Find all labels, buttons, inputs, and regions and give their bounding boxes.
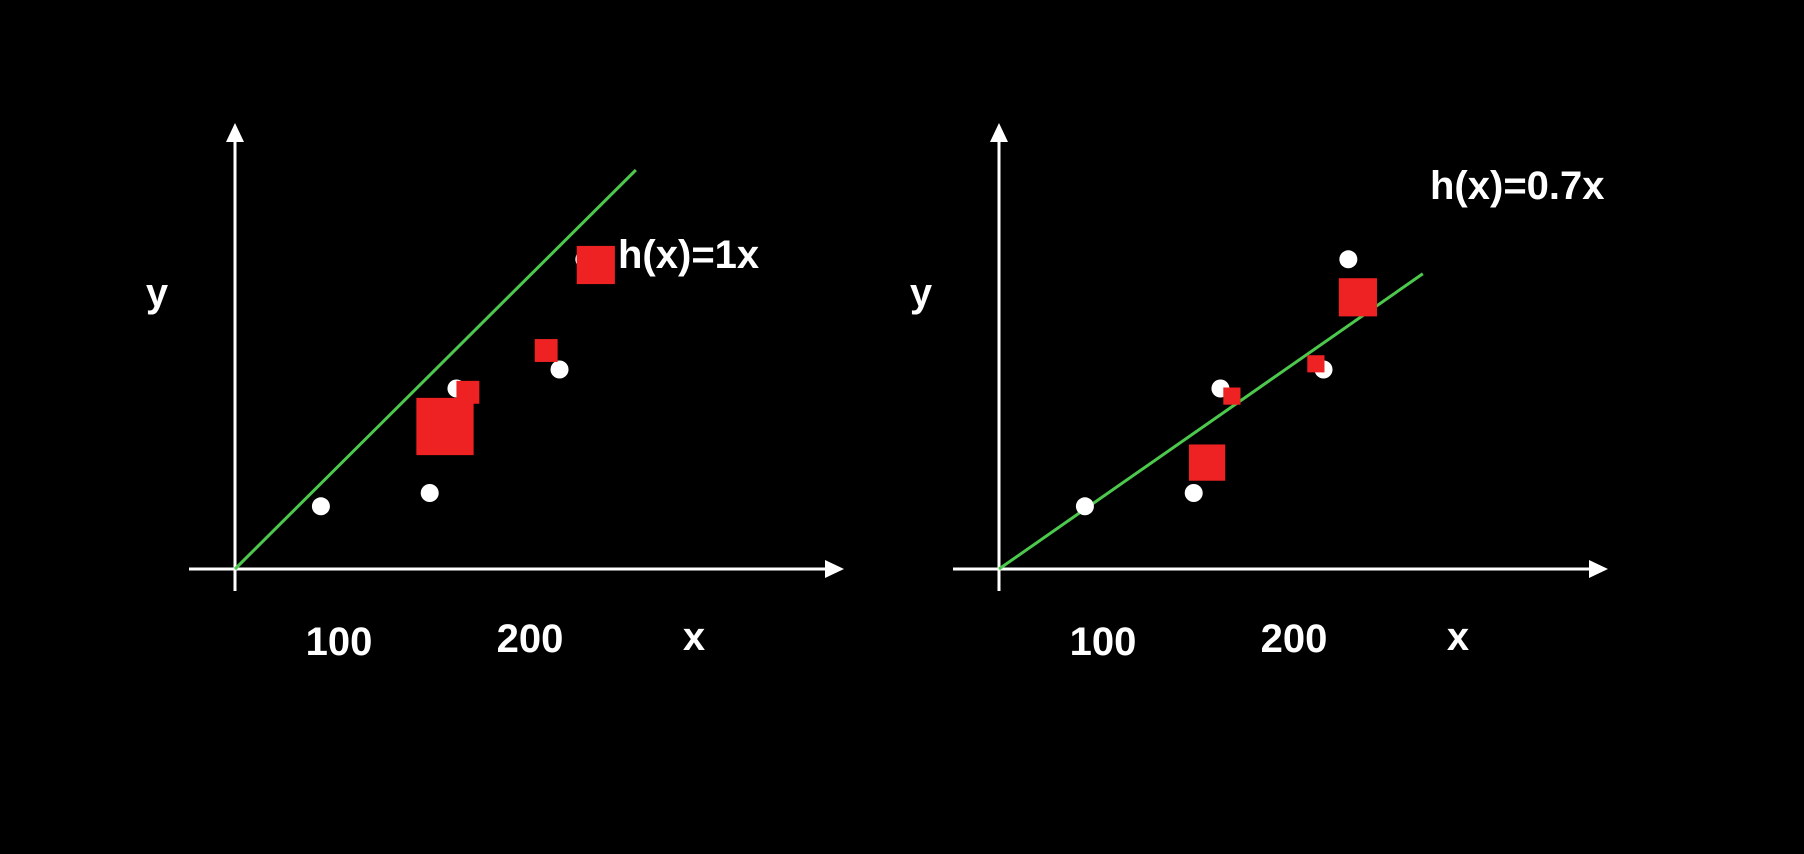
left-x-axis-arrow <box>825 560 844 578</box>
right-fit-label: h(x)=0.7x <box>1430 164 1605 208</box>
right-x-axis-arrow <box>1589 560 1608 578</box>
right-data-point-2 <box>1184 484 1203 502</box>
right-fit-line <box>998 272 1424 571</box>
left-data-point-1 <box>311 497 330 516</box>
right-data-point-5 <box>1339 250 1358 269</box>
left-residual-square-3 <box>534 339 558 362</box>
left-x-tick-200: 200 <box>497 617 564 661</box>
right-residual-square-2 <box>1223 387 1241 405</box>
right-x-tick-100: 100 <box>1070 620 1137 664</box>
right-residual-square-3 <box>1307 355 1325 373</box>
left-data-point-4 <box>550 360 569 379</box>
right-y-axis-arrow <box>990 123 1008 142</box>
right-data-point-1 <box>1075 497 1094 516</box>
right-panel: y 100 200 x h(x)=0.7x <box>910 123 1608 664</box>
right-x-tick-200: 200 <box>1261 617 1328 661</box>
left-residual-square-1 <box>416 397 474 456</box>
left-panel: y 100 200 x h(x)=1x <box>146 123 844 664</box>
right-axes <box>953 123 1608 591</box>
right-residual-square-4 <box>1338 278 1377 317</box>
right-x-axis-label: x <box>1447 615 1469 659</box>
left-fit-label: h(x)=1x <box>618 233 759 277</box>
left-x-tick-100: 100 <box>306 620 373 664</box>
left-axes <box>189 123 844 591</box>
right-residual-square-1 <box>1188 444 1226 481</box>
right-y-axis-label: y <box>910 271 933 315</box>
left-fit-line <box>233 168 637 571</box>
left-residual-square-4 <box>576 245 615 285</box>
left-data-point-2 <box>420 484 439 502</box>
left-residual-square-2 <box>456 380 480 404</box>
left-y-axis-arrow <box>226 123 244 142</box>
left-y-axis-label: y <box>146 271 169 315</box>
left-x-axis-label: x <box>683 615 705 659</box>
